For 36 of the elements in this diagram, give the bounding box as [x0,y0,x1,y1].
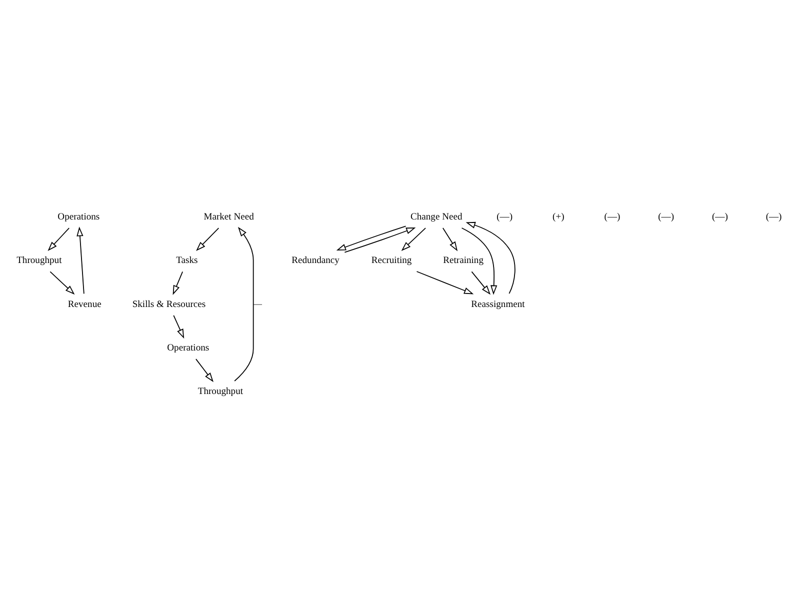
node-text: Market Need [204,211,254,222]
arrow [172,271,184,295]
arrow [466,222,516,294]
node-text: Throughput [16,255,62,266]
arrow [234,226,254,382]
arrow [442,228,458,252]
arrow [416,271,474,294]
node-text: Tasks [176,255,198,266]
arrow [461,228,498,295]
label: (—) [712,211,728,222]
arrow [196,228,220,251]
label: (—) [658,211,674,222]
node-text: Retraining [443,255,484,266]
label: (—) [496,211,513,222]
arrow [196,358,214,382]
node-text: Skills & Resources [132,298,206,310]
node-text: Redundancy [292,255,340,266]
arrow [401,228,426,251]
label: (—) [766,211,782,222]
node-text: Revenue [68,298,102,310]
node-text: Operations [167,342,210,354]
arrow [48,228,70,252]
label: (+) [552,211,564,222]
arrow [173,314,184,339]
node-text: Recruiting [371,255,412,266]
arrow [50,271,75,295]
node-text: Reassignment [471,298,525,310]
arrow [76,226,84,294]
label: (—) [604,211,620,222]
node-text: Throughput [198,386,244,398]
node-text: Change Need [410,211,462,222]
arrow [344,227,416,253]
node-text: Operations [58,211,100,222]
edge-label: — [254,300,262,309]
arrow [336,226,406,250]
arrow [471,271,491,295]
